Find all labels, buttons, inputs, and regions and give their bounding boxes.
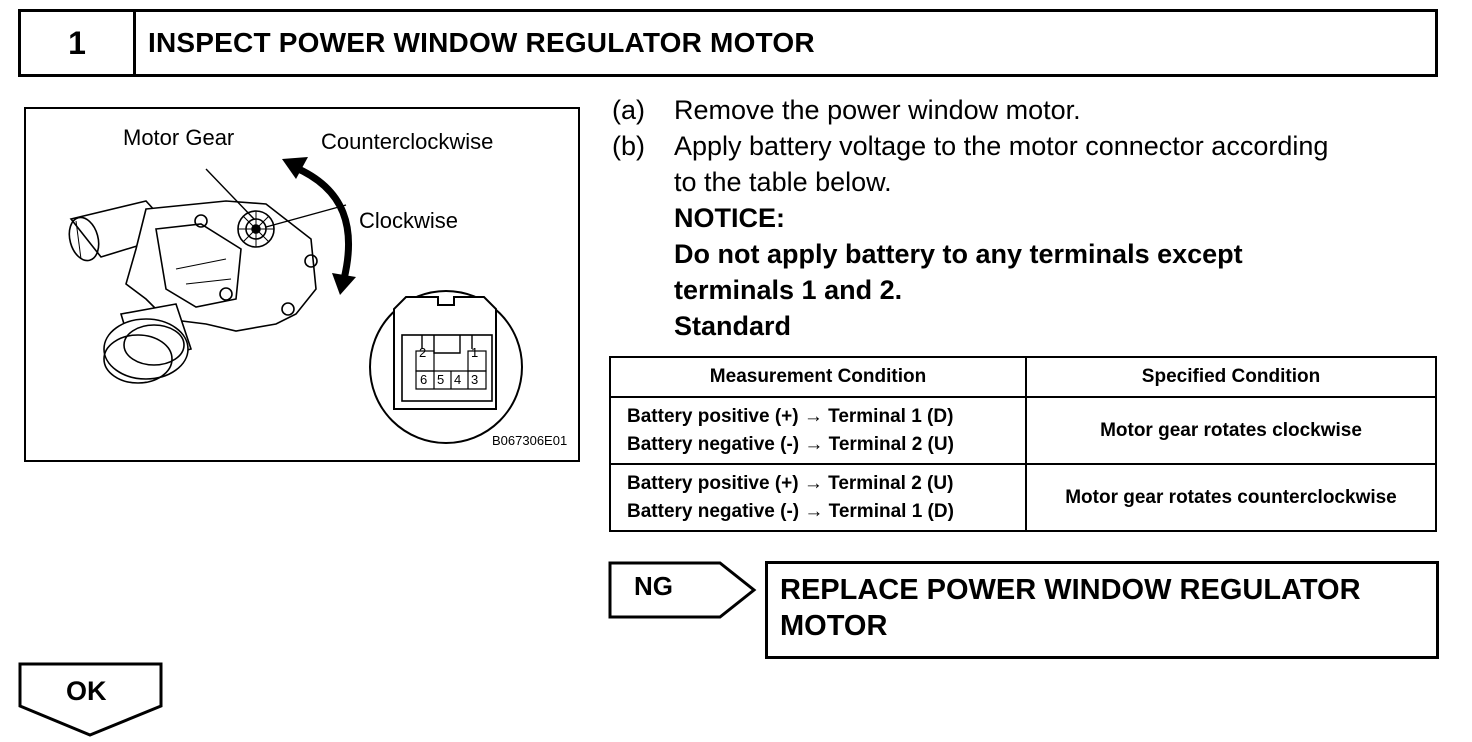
specified-cell: Motor gear rotates counterclockwise <box>1025 463 1437 532</box>
measurement-cell: Battery positive (+) → Terminal 2 (U) Ba… <box>609 463 1027 532</box>
instructions: (a) Remove the power window motor. (b) A… <box>612 92 1452 344</box>
step-a-tag: (a) <box>612 95 645 125</box>
ok-arrow-shape <box>18 662 163 737</box>
step-header: 1 INSPECT POWER WINDOW REGULATOR MOTOR <box>18 9 1438 77</box>
motor-illustration: Motor Gear Counterclockwise Clockwise 2 … <box>24 107 580 462</box>
ok-label: OK <box>66 676 107 706</box>
connector-pin-2: 2 <box>419 345 427 360</box>
connector-pin-1: 1 <box>471 345 479 360</box>
step-number: 1 <box>21 12 136 74</box>
notice-label: NOTICE: <box>674 203 785 233</box>
connector-pin-5: 5 <box>437 372 445 387</box>
header-measurement: Measurement Condition <box>609 356 1027 398</box>
condition-line: Battery negative (-) → Terminal 2 (U) <box>627 433 954 455</box>
step-a-text: Remove the power window motor. <box>674 95 1081 125</box>
step-b-text-1: Apply battery voltage to the motor conne… <box>674 131 1329 161</box>
motor-gear-label: Motor Gear <box>123 125 235 150</box>
connector-pin-3: 3 <box>471 372 479 387</box>
condition-line: Battery positive (+) → Terminal 2 (U) <box>627 472 954 494</box>
clockwise-label: Clockwise <box>359 208 459 233</box>
ng-result-box: REPLACE POWER WINDOW REGULATOR MOTOR <box>765 561 1439 659</box>
table-row: Battery positive (+) → Terminal 2 (U) Ba… <box>609 463 1437 532</box>
header-specified: Specified Condition <box>1025 356 1437 398</box>
notice-text-1: Do not apply battery to any terminals ex… <box>674 239 1243 269</box>
ng-result-line-1: REPLACE POWER WINDOW REGULATOR <box>780 574 1361 606</box>
ng-label: NG <box>634 571 673 601</box>
standard-label: Standard <box>674 311 792 341</box>
condition-line: Battery positive (+) → Terminal 1 (D) <box>627 405 954 427</box>
spec-table: Measurement Condition Specified Conditio… <box>609 356 1437 532</box>
figure-code: B067306E01 <box>492 433 568 448</box>
ng-result-line-2: MOTOR <box>780 610 888 642</box>
table-row: Battery positive (+) → Terminal 1 (D) Ba… <box>609 396 1437 465</box>
connector-pin-4: 4 <box>454 372 462 387</box>
condition-line: Battery negative (-) → Terminal 1 (D) <box>627 500 954 522</box>
ng-arrow-shape <box>608 561 757 619</box>
step-title: INSPECT POWER WINDOW REGULATOR MOTOR <box>148 27 815 58</box>
motor-drawing <box>68 157 523 444</box>
counterclockwise-label: Counterclockwise <box>321 129 494 154</box>
specified-cell: Motor gear rotates clockwise <box>1025 396 1437 465</box>
connector-pin-6: 6 <box>420 372 428 387</box>
measurement-cell: Battery positive (+) → Terminal 1 (D) Ba… <box>609 396 1027 465</box>
table-header-row: Measurement Condition Specified Conditio… <box>609 356 1437 398</box>
step-b-text-2: to the table below. <box>674 167 892 197</box>
notice-text-2: terminals 1 and 2. <box>674 275 903 305</box>
step-b-tag: (b) <box>612 131 645 161</box>
